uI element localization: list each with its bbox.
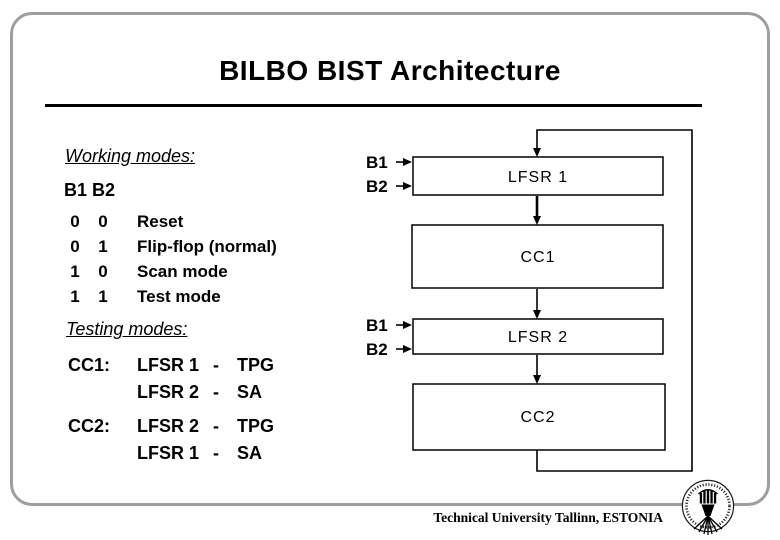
block-cc2 xyxy=(412,383,666,451)
b2-input-label-upper: B2 xyxy=(366,177,388,196)
mode-label: Scan mode xyxy=(137,262,228,281)
lfsr-name: LFSR 1 xyxy=(137,355,200,375)
block-cc2-label: CC2 xyxy=(520,409,555,426)
b2-value: 0 xyxy=(98,212,108,231)
slide-border xyxy=(10,12,770,506)
role-name: TPG xyxy=(237,416,275,436)
block-cc1-label: CC1 xyxy=(520,249,555,266)
b2-value: 1 xyxy=(98,237,108,256)
testing-mode-line: LFSR 1-SA xyxy=(68,440,262,466)
cc-name: CC1: xyxy=(68,355,111,375)
b1-input-label-upper: B1 xyxy=(366,153,388,172)
b1-value: 1 xyxy=(70,287,80,306)
b1-input-label-lower: B1 xyxy=(366,316,388,335)
testing-mode-line: LFSR 2-SA xyxy=(68,379,262,405)
page-title: BILBO BIST Architecture xyxy=(219,55,561,86)
testing-mode-line: CC1: LFSR 1-TPG xyxy=(68,352,274,378)
dash: - xyxy=(213,416,219,436)
cc-name: CC2: xyxy=(68,416,111,436)
block-lfsr2-label: LFSR 2 xyxy=(508,329,568,346)
lfsr-name: LFSR 1 xyxy=(137,443,200,463)
testing-mode-line: CC2: LFSR 2-TPG xyxy=(68,413,274,439)
b2-value: 1 xyxy=(98,287,108,306)
testing-modes-heading: Testing modes: xyxy=(66,319,188,339)
footer-text: Technical University Tallinn, ESTONIA xyxy=(433,510,663,525)
mode-label: Test mode xyxy=(137,287,221,306)
mode-label: Flip-flop (normal) xyxy=(137,237,277,256)
lfsr-name: LFSR 2 xyxy=(137,382,200,402)
block-lfsr1 xyxy=(412,156,664,196)
block-lfsr1-label: LFSR 1 xyxy=(508,169,568,186)
feedback-wire xyxy=(533,129,693,472)
mode-label: Reset xyxy=(137,212,184,231)
working-modes-column-headers: B1 B2 xyxy=(64,180,116,200)
b2-input-label-lower: B2 xyxy=(366,340,388,359)
b1-value: 1 xyxy=(70,262,80,281)
block-cc1 xyxy=(411,224,664,289)
title-underline xyxy=(45,104,702,107)
role-name: SA xyxy=(237,382,263,402)
university-seal-icon xyxy=(681,479,735,535)
b2-value: 0 xyxy=(98,262,108,281)
role-name: SA xyxy=(237,443,263,463)
block-lfsr2 xyxy=(412,318,664,355)
b1-value: 0 xyxy=(70,237,80,256)
dash: - xyxy=(213,355,219,375)
working-modes-heading: Working modes: xyxy=(65,146,196,166)
dash: - xyxy=(213,443,219,463)
dash: - xyxy=(213,382,219,402)
role-name: TPG xyxy=(237,355,275,375)
lfsr-name: LFSR 2 xyxy=(137,416,200,436)
bilbo-block-diagram: LFSR 1 CC1 LFSR 2 CC2 B1 B2 B1 B2 xyxy=(366,129,693,472)
b1-value: 0 xyxy=(70,212,80,231)
